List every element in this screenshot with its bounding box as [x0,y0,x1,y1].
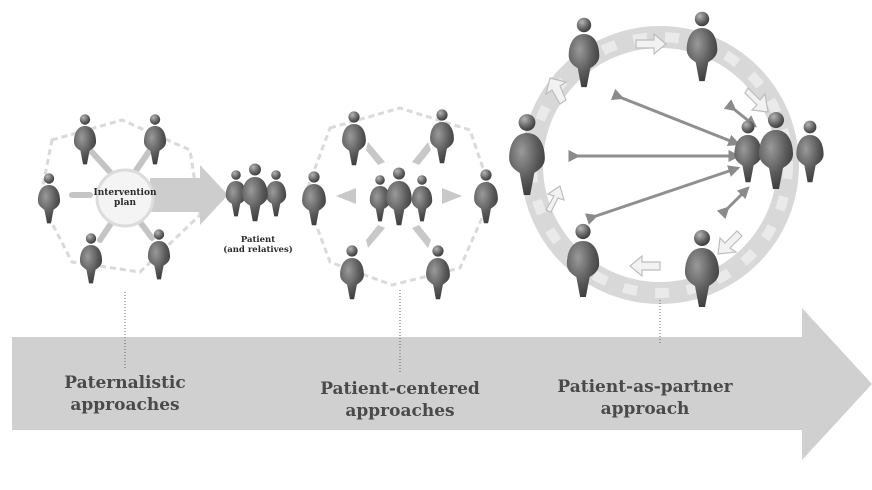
paternalistic-label-line2: approaches [70,395,180,415]
intervention-arrow [150,165,228,225]
patient-centered-label-line2: approaches [345,401,455,421]
patient-group-icon [369,167,433,226]
intervention-plan-label-line1: Intervention [93,188,157,198]
timeline-arrow [12,308,872,460]
patient-group-icon [225,163,287,222]
patient-as-partner-label-line1: Patient-as-partner [557,377,733,397]
patient-as-partner-label-line2: approach [600,399,690,419]
paternalistic-group [37,114,287,370]
patient-label-line1: Patient [240,235,276,245]
paternalistic-label-line1: Paternalistic [64,373,186,393]
patient-group-icon [734,112,824,189]
intervention-plan-label-line2: plan [113,198,137,208]
patient-label-line2: (and relatives) [223,245,293,255]
patient-centered-group [302,106,498,374]
patient-centered-label-line1: Patient-centered [320,379,480,399]
patient-as-partner-group [509,11,824,344]
